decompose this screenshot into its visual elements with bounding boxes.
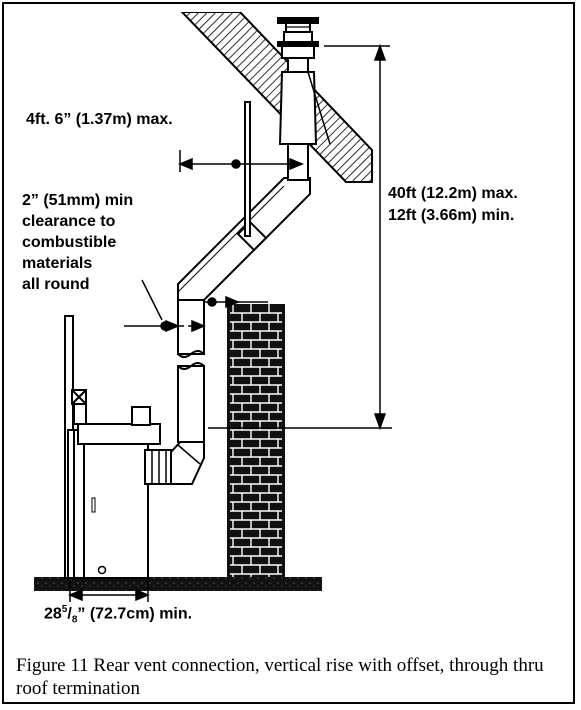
figure-caption: Figure 11 Rear vent connection, vertical… [16, 655, 544, 699]
floor [34, 577, 322, 591]
clearance-line-2: clearance to [22, 213, 116, 230]
brick-chimney [227, 304, 285, 582]
base-width-rest: ” (72.7cm) min. [77, 605, 193, 623]
clearance-line-4: materials [22, 255, 93, 272]
clearance-line-3: combustible [22, 234, 117, 251]
vent-pipe-upper [277, 17, 331, 181]
vent-pipe-lower [177, 299, 205, 443]
roof [180, 12, 373, 183]
base-width-label: 285/8” (72.7cm) min. [44, 604, 193, 626]
clearance-line-1: 2” (51mm) min [22, 192, 134, 209]
base-width-sub: 8 [71, 614, 78, 626]
appliance [64, 315, 205, 579]
dimension-lines [68, 43, 392, 602]
vertical-min-label: 12ft (3.66m) min. [388, 207, 515, 224]
offset-dimension-label: 4ft. 6” (1.37m) max. [26, 111, 173, 128]
clearance-label: 2” (51mm) min clearance to combustible m… [22, 190, 133, 295]
clearance-line-5: all round [22, 276, 90, 293]
vent-diagram [12, 12, 572, 602]
vertical-max-label: 40ft (12.2m) max. [388, 185, 518, 202]
base-width-main: 28 [44, 605, 62, 623]
figure-frame: 4ft. 6” (1.37m) max. 2” (51mm) min clear… [2, 2, 575, 704]
support-strap [244, 101, 251, 237]
base-width-sup: 5 [61, 604, 68, 615]
diagram-drawing [34, 12, 392, 602]
